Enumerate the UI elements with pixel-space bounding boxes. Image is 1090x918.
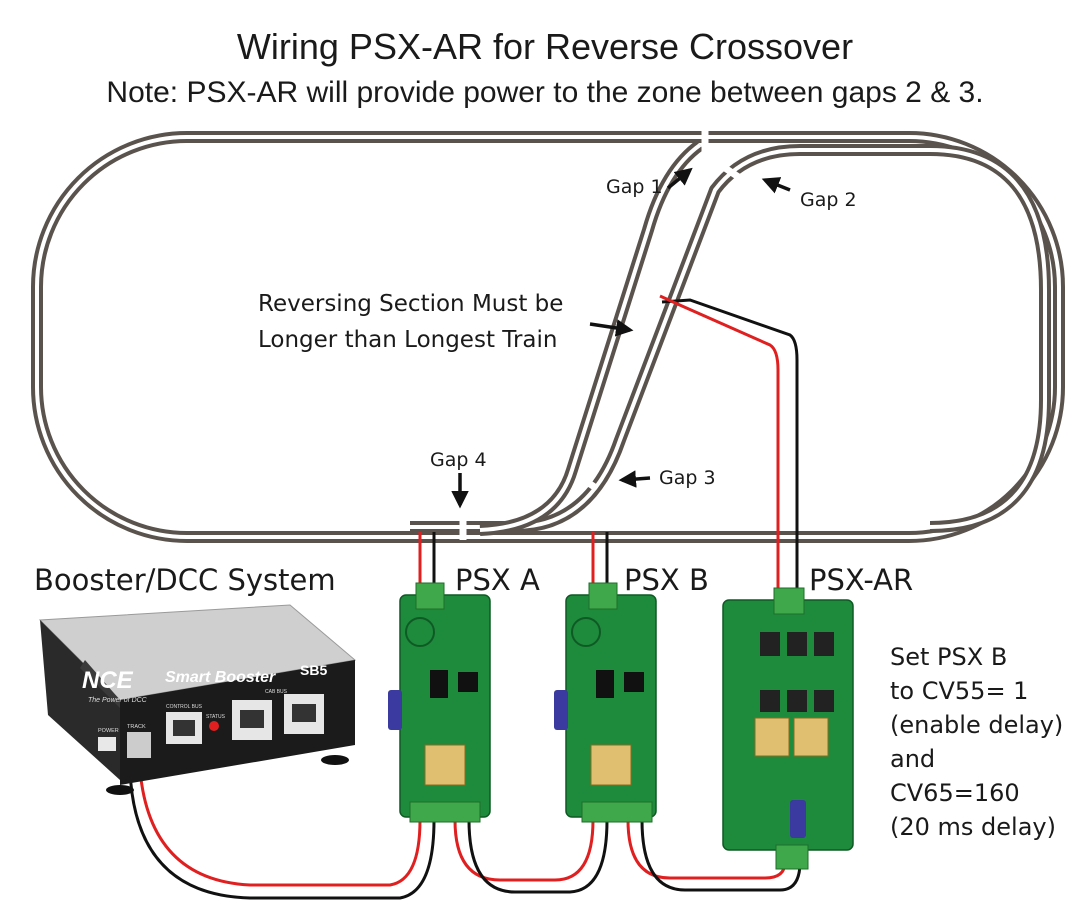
- outer-loop-track: [31, 131, 1065, 543]
- psx-a-output-terminal: [409, 801, 481, 823]
- psx-ar-jumper: [790, 800, 806, 838]
- psx-b-transformer: [590, 744, 632, 786]
- settings-line: CV65=160: [890, 779, 1020, 807]
- psx-a-board: [388, 582, 491, 823]
- power-jack: [98, 737, 116, 751]
- booster-foot: [321, 755, 349, 765]
- psx-b-label: PSX B: [624, 563, 709, 597]
- rail-gaps: [459, 128, 745, 540]
- track-jack-label: TRACK: [127, 724, 146, 730]
- control-bus-label: CONTROL BUS: [166, 704, 203, 710]
- gap-4-label: Gap 4: [430, 449, 487, 471]
- psx-a-jumper: [388, 690, 402, 730]
- psx-b-output-terminal: [581, 801, 653, 823]
- psx-ar-feed-red: [659, 294, 780, 600]
- status-led: [209, 721, 219, 731]
- booster-psx-a-black: [128, 769, 436, 900]
- inner-loop-track: [410, 144, 1051, 533]
- settings-line: (enable delay): [890, 711, 1064, 739]
- cab-bus-label: CAB BUS: [265, 689, 288, 695]
- settings-line: to CV55= 1: [890, 677, 1029, 705]
- gap-1-label: Gap 1: [606, 176, 663, 198]
- reverse-crossover-track: [479, 140, 704, 536]
- gap-2-break: [723, 165, 745, 183]
- wiring: [128, 294, 802, 900]
- gap-1-arrow: [666, 167, 693, 190]
- psx-b-jumper: [554, 690, 568, 730]
- annotation-arrows: [451, 167, 791, 509]
- booster-model: SB5: [300, 662, 327, 678]
- settings-note: Set PSX B to CV55= 1 (enable delay) and …: [890, 640, 1063, 844]
- psx-a-input-terminal: [415, 582, 445, 610]
- track-layout: [31, 128, 1065, 543]
- psx-ar-feed-black: [661, 298, 799, 600]
- gap-3-label: Gap 3: [659, 467, 716, 489]
- settings-line: (20 ms delay): [890, 813, 1056, 841]
- booster-model-name: Smart Booster: [165, 669, 276, 686]
- psx-b-board: [554, 582, 657, 823]
- gap-2-label: Gap 2: [800, 189, 857, 211]
- track-terminal: [127, 732, 151, 758]
- settings-line: Set PSX B: [890, 643, 1008, 671]
- psx-ar-output-terminal: [773, 587, 805, 615]
- psx-b-input-terminal: [588, 582, 618, 610]
- diagram-subtitle: Note: PSX-AR will provide power to the z…: [106, 76, 984, 109]
- nce-tagline: The Power of DCC: [88, 697, 148, 704]
- reversing-section-arrow: [589, 319, 634, 337]
- psx-a-psx-b-black: [467, 819, 609, 894]
- diagram-title: Wiring PSX-AR for Reverse Crossover: [236, 26, 854, 67]
- settings-line: and: [890, 745, 936, 773]
- reversing-note-line-2: Longer than Longest Train: [258, 327, 558, 353]
- reversing-note-line-1: Reversing Section Must be: [258, 291, 564, 317]
- booster-psx-a-red: [138, 769, 422, 887]
- psx-a-psx-b-red: [453, 819, 595, 882]
- psx-ar-board: [722, 587, 854, 870]
- gap-3-break: [576, 473, 598, 491]
- reversing-note: Reversing Section Must be Longer than Lo…: [258, 286, 563, 358]
- booster-unit: NCE The Power of DCC Smart Booster SB5 P…: [38, 604, 357, 795]
- booster-foot: [106, 785, 134, 795]
- psx-ar-label: PSX-AR: [809, 563, 914, 597]
- psx-ar-transformer: [793, 717, 829, 757]
- psx-a-transformer: [424, 744, 466, 786]
- booster-caption: Booster/DCC System: [34, 563, 336, 597]
- gap-3-arrow: [618, 470, 651, 488]
- psx-b-psx-ar-black: [640, 819, 802, 892]
- psx-b-psx-ar-red: [626, 819, 787, 880]
- gap-2-arrow: [761, 177, 791, 194]
- psx-a-label: PSX A: [455, 563, 540, 597]
- psx-ar-transformer: [754, 717, 790, 757]
- nce-logo: NCE: [82, 667, 134, 694]
- psx-ar-input-terminal: [775, 844, 809, 870]
- power-jack-label: POWER: [98, 728, 119, 734]
- status-label: STATUS: [206, 714, 226, 720]
